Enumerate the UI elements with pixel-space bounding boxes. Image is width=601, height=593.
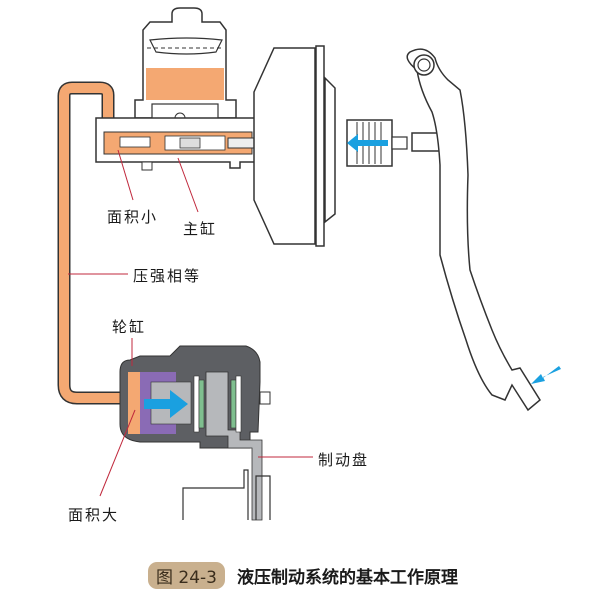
push-arrow-icon	[347, 134, 388, 152]
label-wheel-cylinder: 轮缸	[112, 318, 147, 336]
figure-caption: 图 24-3 液压制动系统的基本工作原理	[148, 562, 458, 589]
label-small-area: 面积小	[107, 208, 159, 226]
brake-pedal	[406, 48, 541, 412]
caliper	[119, 345, 271, 521]
label-master-cylinder: 主缸	[183, 220, 218, 238]
leader-lines	[68, 149, 313, 497]
figure-title: 液压制动系统的基本工作原理	[237, 568, 458, 588]
label-equal-pressure: 压强相等	[133, 267, 202, 285]
reservoir	[134, 7, 237, 131]
piston-arrow-icon	[144, 390, 188, 418]
label-brake-disc: 制动盘	[318, 451, 370, 469]
master-cylinder	[95, 117, 259, 171]
label-large-area: 面积大	[68, 506, 120, 524]
foot-force-arrow-icon	[531, 366, 561, 384]
figure-number-badge: 图 24-3	[148, 562, 225, 589]
